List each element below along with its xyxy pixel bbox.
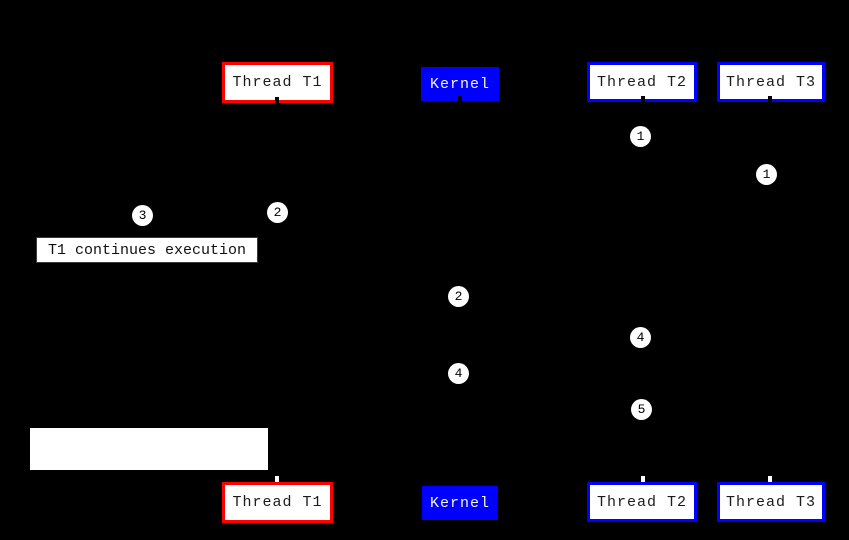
kernel-box-bottom: Kernel <box>422 486 498 520</box>
kernel-box-top: Kernel <box>421 67 499 101</box>
step-marker-4: 4 <box>448 363 469 384</box>
blank-label-box <box>30 428 268 470</box>
step-marker-1: 1 <box>630 126 651 147</box>
step-marker-4: 4 <box>630 327 651 348</box>
thread-t3-box-bottom: Thread T3 <box>717 482 825 522</box>
thread-t1-box-top: Thread T1 <box>222 62 333 103</box>
lifeline-notch <box>768 96 772 103</box>
lifeline-notch <box>275 97 279 104</box>
t1-continues-note: T1 continues execution <box>36 237 258 263</box>
lifeline-stub <box>641 476 645 482</box>
step-marker-2: 2 <box>448 286 469 307</box>
step-marker-5: 5 <box>631 399 652 420</box>
lifeline-stub <box>768 476 772 482</box>
lifeline-notch <box>641 96 645 103</box>
lifeline-stub <box>275 476 279 482</box>
thread-t2-box-top: Thread T2 <box>587 62 697 102</box>
lifeline-notch <box>458 96 462 103</box>
thread-t2-box-bottom: Thread T2 <box>587 482 697 522</box>
step-marker-2: 2 <box>267 202 288 223</box>
step-marker-1: 1 <box>756 164 777 185</box>
step-marker-3: 3 <box>132 205 153 226</box>
thread-t1-box-bottom: Thread T1 <box>222 482 333 523</box>
thread-t3-box-top: Thread T3 <box>717 62 825 102</box>
